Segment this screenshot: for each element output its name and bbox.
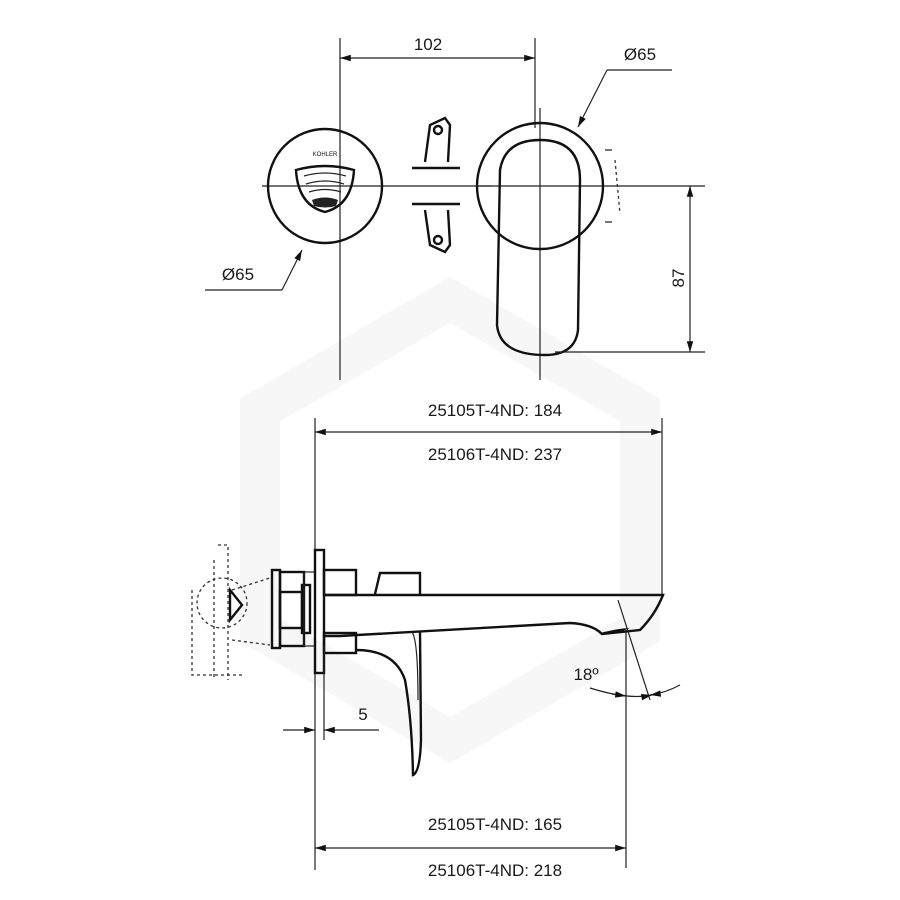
top-view: 102 KOHLER [205,35,705,380]
kohler-logo: KOHLER [313,152,338,158]
angle-label-18: 18º [573,665,598,684]
leader-arrow [577,69,608,128]
overall-length-label-b: 25106T-4ND: 237 [428,445,562,464]
side-view: 25105T-4ND: 184 25106T-4ND: 237 [191,401,681,880]
watermark-logo [240,276,660,764]
valve-body [191,544,271,680]
valve-cover-plate: KOHLER [266,127,384,245]
dimension-label-87: 87 [669,269,688,288]
wall-plate [313,548,326,675]
diameter-label-handle-plate: Ø65 [624,45,656,64]
dimension-label-5: 5 [358,705,367,724]
lever-handle [355,571,423,777]
mounting-bracket-bottom [412,202,460,254]
spout-angle-line [617,599,651,701]
leader-arrow [281,249,303,291]
diameter-label-valve-plate: Ø65 [222,265,254,284]
spout-projection-label-b: 25106T-4ND: 218 [428,861,562,880]
angle-arc [649,684,681,697]
overall-length-label-a: 25105T-4ND: 184 [428,401,562,420]
spout [322,568,665,655]
spout-projection-label-a: 25105T-4ND: 165 [428,815,562,834]
mounting-bracket-top [412,116,460,170]
dimension-label-102: 102 [414,35,442,54]
handle-plate [475,121,621,357]
